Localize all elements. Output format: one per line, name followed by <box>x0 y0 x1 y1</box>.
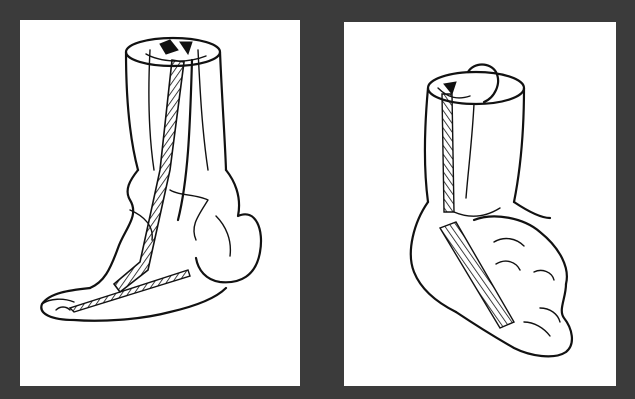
heel-outline <box>196 170 261 282</box>
section-wedge-2 <box>180 42 192 54</box>
talus-outline <box>170 190 208 240</box>
cuneiform <box>496 261 520 270</box>
leg-right-edge <box>220 52 226 170</box>
leg-right-edge <box>514 88 524 202</box>
section-wedge-1 <box>160 40 178 54</box>
cuneiform-2 <box>534 270 554 280</box>
ankle-medial-drawing <box>344 22 616 386</box>
tendon-medial-band <box>440 222 514 328</box>
metatarsal <box>524 322 550 336</box>
navicular <box>494 239 524 246</box>
bone-top <box>468 65 498 103</box>
leg-left-edge <box>425 88 428 202</box>
left-illustration-panel <box>20 20 300 386</box>
tendon-posterior <box>442 94 454 212</box>
tibia-line <box>149 50 154 170</box>
toe-detail-2 <box>56 307 70 310</box>
malleolus <box>454 208 500 216</box>
ankle-front <box>514 202 550 218</box>
tibia-line <box>466 104 474 198</box>
ankle-lateral-drawing <box>20 20 300 386</box>
right-illustration-panel <box>344 22 616 386</box>
metatarsal-2 <box>540 308 560 322</box>
midfoot-top <box>474 216 567 284</box>
leg-left-edge <box>126 52 138 170</box>
forefoot-outline <box>456 284 572 356</box>
heel-back <box>411 202 456 312</box>
fibula-line <box>198 50 208 170</box>
calcaneus-detail <box>216 216 230 256</box>
section-wedge-1 <box>444 82 456 94</box>
